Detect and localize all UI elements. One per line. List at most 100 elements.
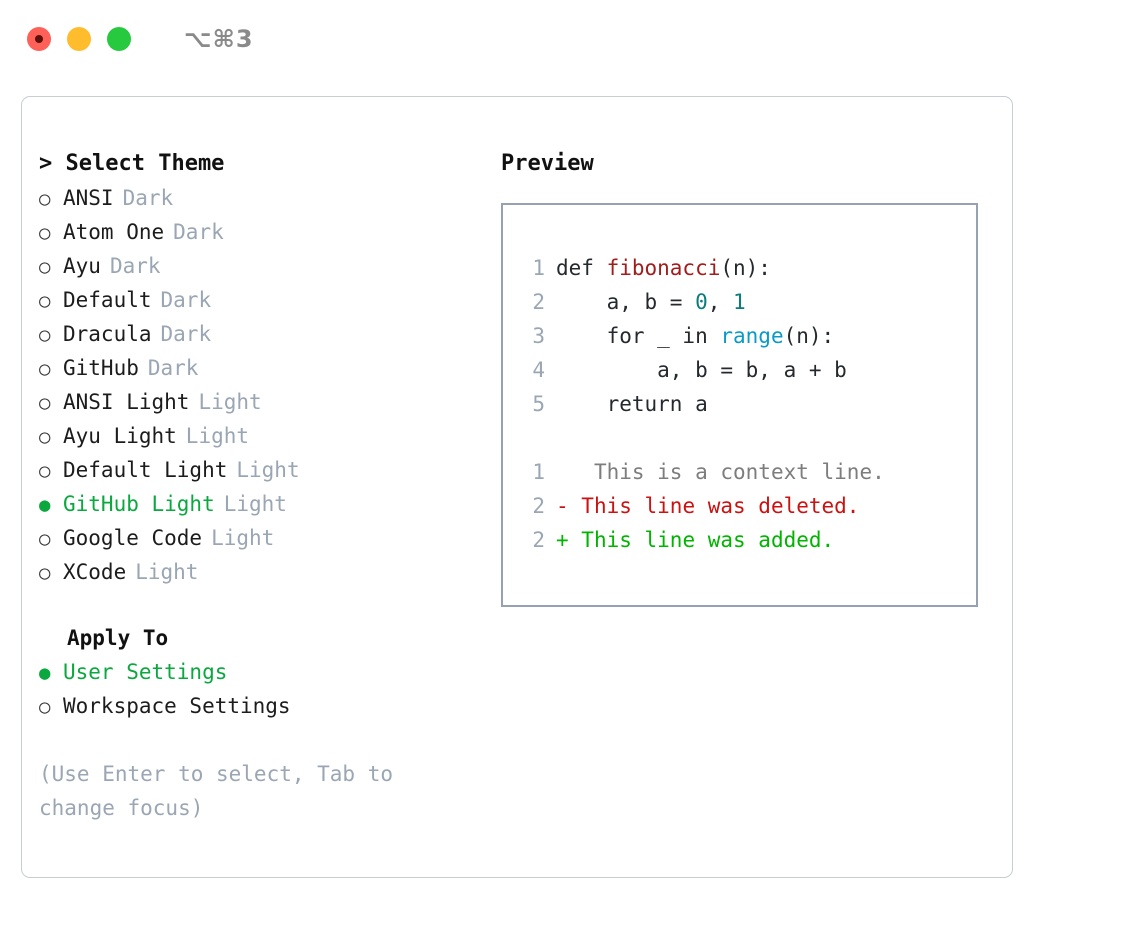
select-theme-heading: > Select Theme [39, 151, 225, 176]
diff-marker: - [556, 494, 569, 518]
theme-option-label: ANSI Light [63, 390, 190, 414]
code-line-number: 2 [532, 290, 545, 314]
apply-to-option-label: Workspace Settings [63, 694, 291, 718]
theme-variant-tag: Light [211, 526, 275, 550]
minimize-button[interactable] [67, 27, 91, 51]
theme-variant-tag: Dark [160, 288, 212, 312]
diff-line-add: 2+ This line was added. [521, 523, 970, 557]
theme-variant-tag: Light [135, 560, 199, 584]
radio-unselected-icon: ○ [39, 562, 51, 584]
theme-variant-tag: Dark [147, 356, 199, 380]
theme-option-label: Ayu Light [63, 424, 177, 448]
diff-marker: + [556, 528, 569, 552]
theme-variant-tag: Dark [109, 254, 161, 278]
theme-option-dracula[interactable]: ○ Dracula Dark [39, 317, 494, 351]
diff-marker [556, 455, 569, 489]
theme-option-label: GitHub [63, 356, 139, 380]
code-line-text: a, b = b, a + b [556, 353, 847, 387]
radio-unselected-icon: ○ [39, 460, 51, 482]
diff-line-del: 2- This line was deleted. [521, 489, 970, 523]
code-line: 5 return a [521, 387, 970, 421]
theme-option-label: ANSI [63, 186, 114, 210]
apply-to-option-user-settings[interactable]: ●User Settings [39, 655, 494, 689]
radio-unselected-icon: ○ [39, 188, 51, 210]
theme-option-label: Default Light [63, 458, 228, 482]
radio-unselected-icon: ○ [39, 324, 51, 346]
code-line: 2 a, b = 0, 1 [521, 285, 970, 319]
theme-option-ayu-light[interactable]: ○ Ayu Light Light [39, 419, 494, 453]
code-token-plain: , [707, 290, 734, 314]
theme-variant-tag: Light [198, 390, 262, 414]
apply-to-group: Apply To ●User Settings ○ Workspace Settin… [39, 621, 494, 723]
theme-option-label: Ayu [63, 254, 101, 278]
diff-block: 1 This is a context line. 2- This line wa… [521, 455, 970, 557]
code-line-number: 3 [532, 324, 545, 348]
theme-variant-tag: Dark [173, 220, 224, 244]
code-line-text: for _ in range(n): [556, 319, 835, 353]
theme-option-label: Google Code [63, 526, 203, 550]
theme-option-ansi[interactable]: ○ ANSI Dark [39, 181, 494, 215]
theme-variant-tag: Dark [160, 322, 212, 346]
code-line: 4 a, b = b, a + b [521, 353, 970, 387]
code-token-plain: (n): [720, 256, 771, 280]
theme-option-label: Dracula [63, 322, 152, 346]
theme-option-github[interactable]: ○ GitHub Dark [39, 351, 494, 385]
theme-option-label: GitHub Light [63, 492, 215, 516]
radio-unselected-icon: ○ [39, 426, 51, 448]
code-token-plain: def [556, 256, 607, 280]
radio-unselected-icon: ○ [39, 696, 51, 718]
code-line: 3 for _ in range(n): [521, 319, 970, 353]
code-token-plain: for _ in [556, 324, 721, 348]
radio-unselected-icon: ○ [39, 256, 51, 278]
code-token-func: fibonacci [606, 256, 721, 280]
diff-line-text: This is a context line. [568, 460, 885, 484]
code-line-text: return a [556, 387, 708, 421]
radio-unselected-icon: ○ [39, 358, 51, 380]
diff-line-number: 2 [532, 494, 545, 518]
theme-variant-tag: Dark [122, 186, 174, 210]
keyboard-shortcut-label: ⌥⌘3 [184, 25, 254, 53]
theme-option-ayu[interactable]: ○ Ayu Dark [39, 249, 494, 283]
theme-option-default[interactable]: ○ Default Dark [39, 283, 494, 317]
radio-unselected-icon: ○ [39, 222, 51, 244]
code-line-number: 4 [532, 358, 545, 382]
title-bar: ⌥⌘3 [0, 0, 1140, 78]
maximize-button[interactable] [107, 27, 131, 51]
theme-option-label: Atom One [63, 220, 165, 244]
theme-option-google-code[interactable]: ○ Google Code Light [39, 521, 494, 555]
preview-heading: Preview [501, 151, 594, 176]
theme-option-default-light[interactable]: ○ Default Light Light [39, 453, 494, 487]
radio-unselected-icon: ○ [39, 528, 51, 550]
code-token-plain: a, b = [556, 290, 696, 314]
code-token-num: 0 [695, 290, 708, 314]
theme-option-atom-one[interactable]: ○ Atom One Dark [39, 215, 494, 249]
close-button[interactable] [27, 27, 51, 51]
theme-variant-tag: Light [223, 492, 287, 516]
diff-line-number: 1 [532, 460, 545, 484]
code-line-text: a, b = 0, 1 [556, 285, 746, 319]
apply-to-list[interactable]: ●User Settings ○ Workspace Settings [39, 655, 494, 723]
theme-option-label: Default [63, 288, 152, 312]
radio-unselected-icon: ○ [39, 290, 51, 312]
code-line-text: def fibonacci(n): [556, 251, 771, 285]
apply-to-option-label: User Settings [63, 660, 228, 684]
code-token-num: 1 [733, 290, 746, 314]
theme-variant-tag: Light [185, 424, 250, 448]
keyboard-hint-text: (Use Enter to select, Tab to change focu… [39, 762, 394, 820]
apply-to-option-workspace-settings[interactable]: ○ Workspace Settings [39, 689, 494, 723]
theme-variant-tag: Light [236, 458, 300, 482]
diff-line-text: This line was added. [568, 528, 835, 552]
apply-to-heading: Apply To [67, 626, 169, 650]
